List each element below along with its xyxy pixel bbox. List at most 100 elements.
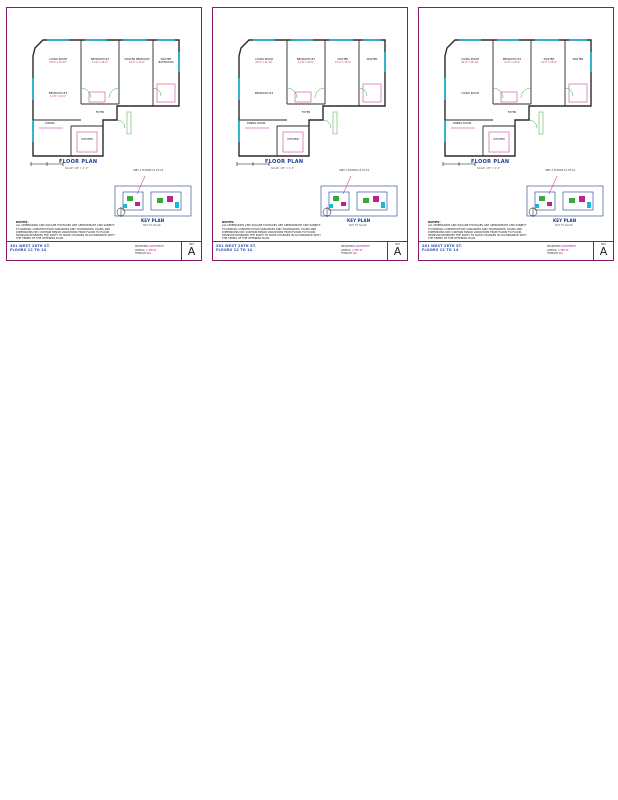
unit-label: UNIT — [600, 243, 607, 246]
room-kitchen: KITCHEN — [279, 138, 307, 141]
key-plan-note: UNIT A FLOORS 12 TO 14 — [545, 169, 576, 172]
title-block-label: RESIDENCE — [547, 245, 561, 248]
floor-plan-drawing — [30, 39, 192, 217]
room-name: LIVING ROOM — [255, 58, 273, 61]
notes-block: NOTES:ALL DIMENSIONS AND SQUARE FOOTAGES… — [16, 220, 116, 241]
unit-label: UNIT — [394, 243, 401, 246]
room-name: DINING ROOM — [452, 122, 472, 125]
notes-title: NOTES: — [428, 220, 441, 224]
unit-letter: A — [599, 245, 608, 258]
room-dimensions: 20'-6" x 14'-10" — [49, 61, 67, 64]
room-name: FOYER — [301, 111, 311, 114]
key-plan-title: KEY PLAN — [347, 218, 371, 223]
room-dimensions: 11'-6" x 15'-6" — [298, 61, 314, 64]
room-bedroom-3: BEDROOM #3 — [243, 92, 285, 95]
title-block-value: APARTMENT — [355, 245, 370, 248]
room-name: BEDROOM #2 — [90, 58, 110, 61]
room-name: FOYER — [95, 111, 105, 114]
notes-block: NOTES:ALL DIMENSIONS AND SQUARE FOOTAGES… — [428, 220, 528, 241]
title-block-label: RESIDENCE — [135, 245, 149, 248]
room-dimensions: 20'-6" x 14'-10" — [461, 61, 479, 64]
plan-title: FLOOR PLAN — [265, 159, 304, 165]
room-name: DINING ROOM — [246, 122, 266, 125]
plan-title: FLOOR PLAN — [59, 159, 98, 165]
room-master-bathroom: MASTER — [359, 58, 385, 61]
room-name: KITCHEN — [493, 138, 505, 141]
room-dimensions: 11'-6" x 15'-6" — [92, 61, 108, 64]
unit-box: UNIT A — [387, 242, 407, 260]
title-block-value: N/A — [352, 252, 357, 255]
room-name: FOYER — [507, 111, 517, 114]
plan-scale: SCALE: 1/8" = 1'-0" — [65, 167, 89, 170]
room-dimensions: 14'-0" x 15'-0" — [129, 61, 145, 64]
key-plan-note: UNIT A FLOORS 12 TO 14 — [133, 169, 164, 172]
room-master-bathroom: MASTER BATHROOM — [153, 58, 179, 64]
room-dimensions: 13'-6" x 11'-6" — [50, 95, 66, 98]
notes-block: NOTES:ALL DIMENSIONS AND SQUARE FOOTAGES… — [222, 220, 322, 241]
room-name: MASTER BEDROOM — [124, 58, 150, 61]
title-block-value: APARTMENT — [149, 245, 164, 248]
project-address: 261 WEST 28TH ST. — [422, 244, 463, 248]
title-block: 261 WEST 28TH ST. FLOORS 12 TO 14 RESIDE… — [419, 241, 613, 260]
notes-text: ALL DIMENSIONS AND SQUARE FOOTAGES ARE A… — [222, 224, 321, 241]
notes-text: ALL DIMENSIONS AND SQUARE FOOTAGES ARE A… — [16, 224, 115, 241]
notes-title: NOTES: — [16, 220, 29, 224]
room-name: MASTER BATHROOM — [158, 58, 174, 64]
title-block-label: APPROX. — [135, 248, 146, 252]
title-block-value: 1,385 SF — [146, 248, 157, 252]
unit-letter: A — [393, 245, 402, 258]
room-name: MASTER — [543, 58, 555, 61]
key-plan-scale: NOT TO SCALE — [555, 224, 573, 227]
room-kitchen: KITCHEN — [73, 138, 101, 141]
project-floors: FLOORS 12 TO 14 — [422, 248, 459, 252]
floor-plan-drawing — [442, 39, 604, 217]
room-name: BEDROOM #2 — [502, 58, 522, 61]
title-block-label: RESIDENCE — [341, 245, 355, 248]
project-address: 261 WEST 28TH ST. — [216, 244, 257, 248]
room-dining: DINING ROOM — [447, 122, 477, 125]
room-dimensions: 14'-0" x 15'-0" — [541, 61, 557, 64]
room-name: MASTER — [572, 58, 584, 61]
notes-text: ALL DIMENSIONS AND SQUARE FOOTAGES ARE A… — [428, 224, 527, 241]
title-block-value: N/A — [558, 252, 563, 255]
title-block-label: APPROX. — [547, 248, 558, 252]
notes-title: NOTES: — [222, 220, 235, 224]
plan-scale: SCALE: 1/8" = 1'-0" — [271, 167, 295, 170]
title-block-fields: RESIDENCE APARTMENT APPROX. 1,385 SF TER… — [135, 245, 175, 256]
room-name: MASTER — [337, 58, 349, 61]
floor-plan-drawing — [236, 39, 398, 217]
room-master-bathroom: MASTER — [565, 58, 591, 61]
title-block: 261 WEST 28TH ST. FLOORS 12 TO 14 RESIDE… — [7, 241, 201, 260]
unit-box: UNIT A — [593, 242, 613, 260]
unit-label: UNIT — [188, 243, 195, 246]
room-name: LIVING ROOM — [461, 58, 479, 61]
key-plan-title: KEY PLAN — [141, 218, 165, 223]
key-plan-scale: NOT TO SCALE — [143, 224, 161, 227]
title-block: 261 WEST 28TH ST. FLOORS 12 TO 14 RESIDE… — [213, 241, 407, 260]
plan-title: FLOOR PLAN — [471, 159, 510, 165]
room-name: MASTER — [366, 58, 378, 61]
room-dining: DINING — [35, 122, 65, 125]
room-name: BEDROOM #2 — [296, 58, 316, 61]
title-block-label: APPROX. — [341, 248, 352, 252]
room-name: LIVING ROOM — [461, 92, 479, 95]
room-name: KITCHEN — [287, 138, 299, 141]
room-bedroom-3: LIVING ROOM — [449, 92, 491, 95]
title-block-value: 1,385 SF — [558, 248, 569, 252]
title-block-value: 1,385 SF — [352, 248, 363, 252]
project-address: 261 WEST 28TH ST. — [10, 244, 51, 248]
title-block-label: TERRACE — [135, 252, 146, 255]
key-plan-note: UNIT A FLOORS 12 TO 14 — [339, 169, 370, 172]
room-foyer: FOYER — [499, 111, 525, 114]
title-block-fields: RESIDENCE APARTMENT APPROX. 1,385 SF TER… — [341, 245, 381, 256]
